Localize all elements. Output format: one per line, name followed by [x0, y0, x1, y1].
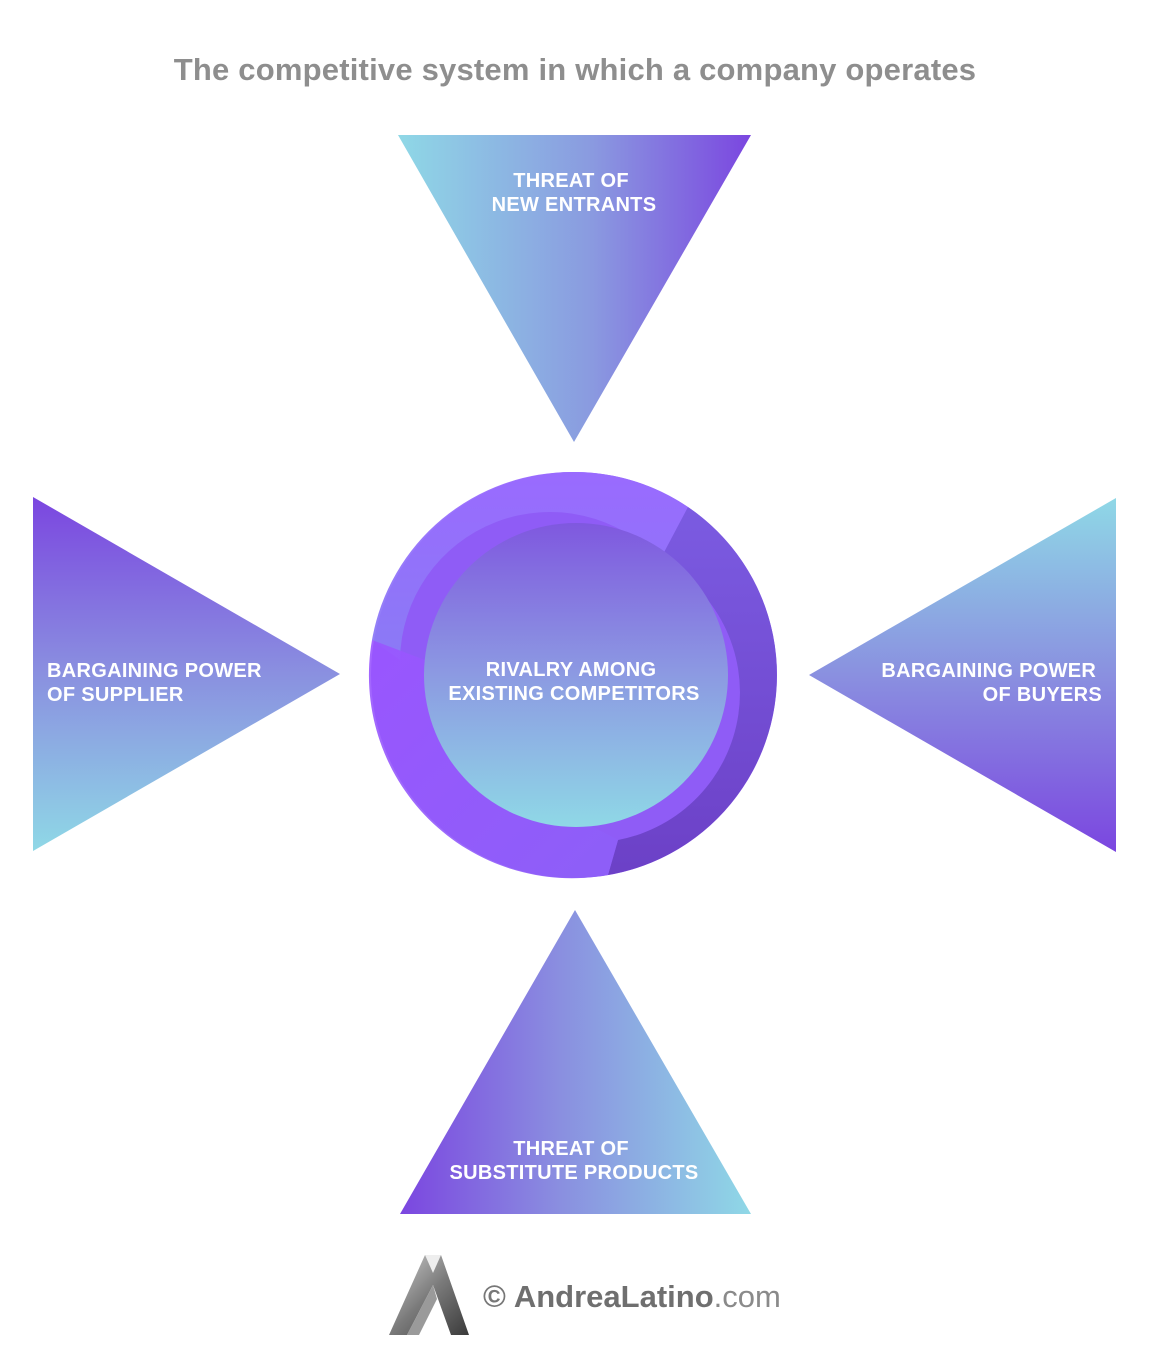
bargaining-power-supplier-label: BARGAINING POWER OF SUPPLIER: [47, 660, 268, 706]
copyright-symbol: ©: [483, 1279, 506, 1314]
label-line: BARGAINING POWER: [47, 660, 262, 682]
label-line: SUBSTITUTE PRODUCTS: [449, 1162, 698, 1184]
rivalry-cycle: [368, 471, 777, 879]
cycle-arc-upper: [372, 471, 688, 660]
right-triangle: [809, 498, 1116, 852]
brand-name: AndreaLatino: [513, 1279, 714, 1314]
threat-new-entrants-label: THREAT OF NEW ENTRANTS: [492, 170, 657, 216]
brand-text: © AndreaLatino .com: [483, 1279, 781, 1315]
page-title: The competitive system in which a compan…: [173, 52, 977, 87]
label-line: BARGAINING POWER: [881, 660, 1096, 682]
label-line: THREAT OF: [513, 1138, 629, 1160]
left-triangle: [33, 497, 340, 851]
bargaining-power-buyers-label: BARGAINING POWER OF BUYERS: [881, 660, 1102, 706]
footer-brand: © AndreaLatino .com: [385, 1255, 781, 1339]
brand-tld: .com: [713, 1279, 781, 1314]
threat-substitute-products-label: THREAT OF SUBSTITUTE PRODUCTS: [449, 1138, 698, 1184]
label-line: EXISTING COMPETITORS: [448, 683, 699, 705]
bottom-triangle: [400, 910, 751, 1214]
label-line: NEW ENTRANTS: [492, 194, 657, 216]
label-line: RIVALRY AMONG: [486, 659, 657, 681]
label-line: THREAT OF: [513, 170, 629, 192]
rivalry-competitors-label: RIVALRY AMONG EXISTING COMPETITORS: [448, 659, 699, 705]
label-line: OF SUPPLIER: [47, 684, 184, 706]
cycle-arc-lower: [368, 640, 618, 879]
cycle-arc-right: [608, 507, 777, 875]
stylized-a-logo-icon: [389, 1255, 469, 1335]
cycle-inner-circle: [424, 523, 728, 827]
label-line: OF BUYERS: [983, 684, 1102, 706]
top-triangle: [398, 135, 751, 442]
